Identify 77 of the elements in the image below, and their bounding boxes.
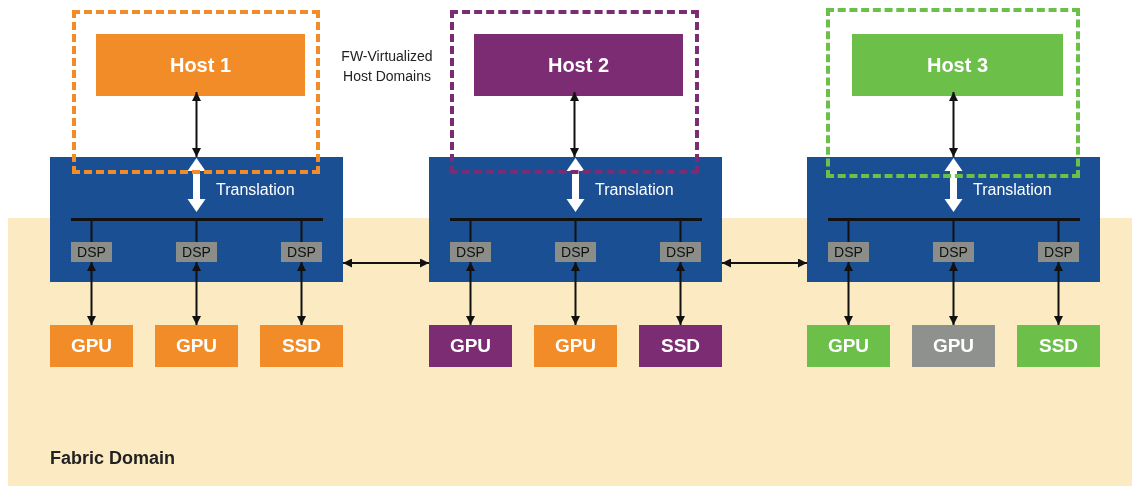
host-domain-boundary — [72, 10, 320, 174]
port-label: DSP — [76, 244, 107, 260]
arrow — [466, 261, 475, 326]
device-label: GPU — [553, 335, 598, 357]
connector-line — [574, 220, 577, 243]
device-box — [429, 325, 512, 367]
arrow — [949, 91, 958, 158]
port-label: DSP — [665, 244, 696, 260]
device-box — [639, 325, 722, 367]
arrow — [844, 261, 853, 326]
switch-box — [50, 157, 343, 282]
device-label: SSD — [659, 335, 702, 357]
port-label: DSP — [1043, 244, 1074, 260]
connector-line — [679, 220, 682, 243]
device-label: GPU — [69, 335, 114, 357]
port-box — [660, 242, 701, 262]
device-label: GPU — [174, 335, 219, 357]
translation-label: Translation — [595, 181, 674, 199]
device-label: SSD — [280, 335, 323, 357]
arrow — [87, 261, 96, 326]
connector-line — [90, 220, 93, 243]
arrow — [1054, 261, 1063, 326]
port-label: DSP — [938, 244, 969, 260]
host-box — [474, 34, 683, 96]
bus-bar — [828, 218, 1080, 221]
host-box — [852, 34, 1063, 96]
translation-label: Translation — [216, 181, 295, 199]
port-box — [933, 242, 974, 262]
port-box — [1038, 242, 1079, 262]
port-label: DSP — [181, 244, 212, 260]
device-box — [50, 325, 133, 367]
bus-bar — [71, 218, 323, 221]
arrow — [192, 91, 201, 158]
domain-label: Fabric Domain — [50, 448, 177, 468]
annotation-text: FW-Virtualized Host Domains — [340, 47, 434, 86]
port-box — [71, 242, 112, 262]
device-box — [1017, 325, 1100, 367]
device-label: GPU — [931, 335, 976, 357]
host-label: Host 1 — [168, 53, 233, 77]
device-box — [534, 325, 617, 367]
host-label: Host 2 — [546, 53, 611, 77]
device-box — [260, 325, 343, 367]
connector-line — [952, 220, 955, 243]
host-box — [96, 34, 305, 96]
arrow — [297, 261, 306, 326]
arrow — [676, 261, 685, 326]
connector-line — [847, 220, 850, 243]
port-label: DSP — [286, 244, 317, 260]
arrow — [342, 258, 430, 268]
port-box — [176, 242, 217, 262]
port-box — [555, 242, 596, 262]
port-box — [828, 242, 869, 262]
arrow — [949, 261, 958, 326]
connector-line — [1057, 220, 1060, 243]
arrow — [571, 261, 580, 326]
device-label: SSD — [1037, 335, 1080, 357]
port-box — [450, 242, 491, 262]
arrow — [721, 258, 808, 268]
bus-bar — [450, 218, 702, 221]
connector-line — [469, 220, 472, 243]
device-box — [155, 325, 238, 367]
port-label: DSP — [560, 244, 591, 260]
connector-line — [195, 220, 198, 243]
host-label: Host 3 — [925, 53, 990, 77]
connector-line — [300, 220, 303, 243]
device-label: GPU — [826, 335, 871, 357]
arrow — [570, 91, 579, 158]
device-box — [912, 325, 995, 367]
port-label: DSP — [455, 244, 486, 260]
device-label: GPU — [448, 335, 493, 357]
port-label: DSP — [833, 244, 864, 260]
switch-box — [429, 157, 722, 282]
port-box — [281, 242, 322, 262]
device-box — [807, 325, 890, 367]
translation-label: Translation — [973, 181, 1052, 199]
switch-box — [807, 157, 1100, 282]
arrow — [192, 261, 201, 326]
